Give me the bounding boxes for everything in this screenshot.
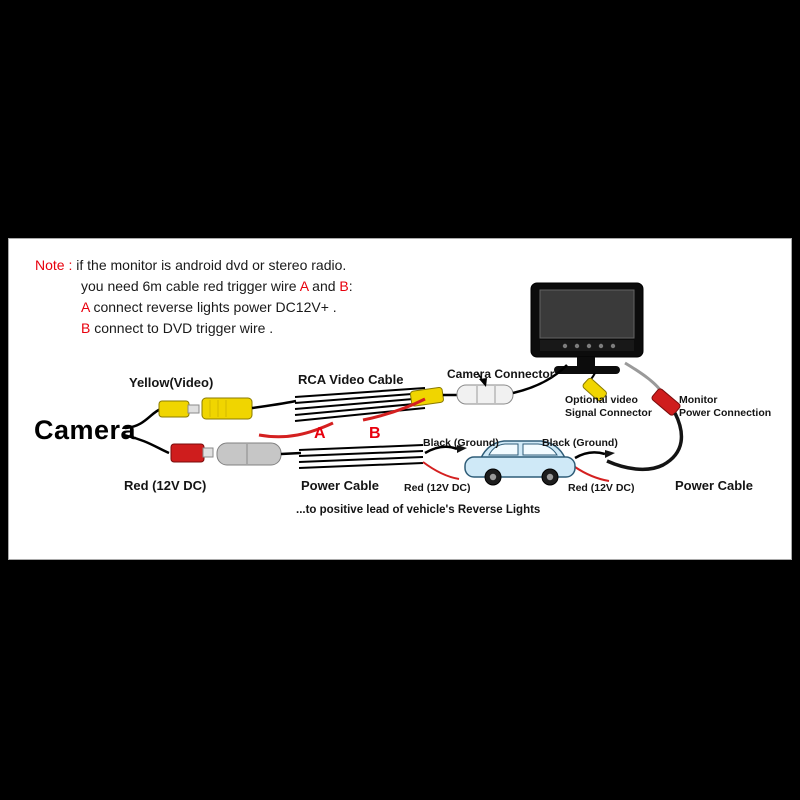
camera-label: Camera (34, 415, 137, 445)
label-monitor-power-line1: Monitor (679, 394, 718, 406)
note-line-1-text: if the monitor is android dvd or stereo … (76, 257, 347, 273)
label-letter-a: A (314, 425, 326, 442)
note-line-3-a: A (81, 299, 90, 315)
monitor-illustration (530, 282, 644, 374)
label-red-12v-dc: Red (12V DC) (124, 478, 207, 493)
wiring-diagram-panel: Note : if the monitor is android dvd or … (8, 238, 792, 560)
monitor-power-wire (624, 361, 663, 392)
car-illustration (464, 440, 576, 486)
connector-to-monitor-wire (512, 364, 568, 395)
note-line-4-text: connect to DVD trigger wire . (90, 320, 274, 336)
trigger-wire-b (362, 397, 426, 422)
label-letter-b: B (369, 425, 381, 442)
yellow-rca-connector (158, 397, 297, 420)
note-block: Note : if the monitor is android dvd or … (35, 255, 353, 339)
label-rca-video-cable: RCA Video Cable (298, 372, 404, 387)
right-red-wire (574, 466, 610, 482)
label-red-12v-right: Red (12V DC) (568, 482, 635, 494)
note-line-2-b: B (339, 278, 349, 294)
label-power-cable-left: Power Cable (301, 478, 380, 493)
trigger-wire-a (258, 421, 334, 439)
note-label: Note : (35, 257, 77, 273)
label-black-ground-right: Black (Ground) (542, 437, 618, 449)
label-black-ground-left: Black (Ground) (423, 437, 499, 449)
left-red-wire (422, 461, 460, 480)
left-ground-clip (457, 445, 467, 453)
camera-connector-barrel (456, 384, 514, 405)
label-monitor-power-line2: Power Connection (679, 407, 772, 419)
diagram-artwork (122, 282, 684, 486)
power-cable-lines (298, 444, 424, 469)
note-line-3-text: connect reverse lights power DC12V+ . (89, 299, 337, 315)
label-camera-connector: Camera Connector (447, 367, 555, 381)
optional-video-connector (582, 377, 607, 402)
note-line-2-mid: and (308, 278, 340, 294)
right-power-cable (606, 412, 684, 472)
rca-video-cable-lines (294, 387, 426, 422)
right-ground-clip (605, 450, 615, 458)
note-line-4-b: B (81, 320, 91, 336)
note-line-3: A connect reverse lights power DC12V+ . (81, 297, 353, 318)
label-optional-video: Optional video Signal Connector (565, 394, 652, 420)
monitor-power-connector (651, 388, 681, 416)
label-yellow-video: Yellow(Video) (129, 375, 214, 390)
red-rca-connector (170, 443, 214, 463)
camera-connector-arrowhead (479, 378, 487, 387)
label-optional-video-line2: Signal Connector (565, 407, 652, 419)
gray-inline-connector (216, 442, 302, 466)
label-power-cable-right: Power Cable (675, 478, 754, 493)
note-line-4: B connect to DVD trigger wire . (81, 318, 353, 339)
note-line-2: you need 6m cable red trigger wire A and… (81, 276, 353, 297)
label-optional-video-line1: Optional video (565, 394, 638, 406)
note-line-2-end: : (348, 278, 353, 294)
note-line-1: Note : if the monitor is android dvd or … (35, 255, 353, 276)
note-line-2-a: A (299, 278, 309, 294)
left-ground-wire (424, 445, 458, 455)
label-red-12v-left: Red (12V DC) (404, 482, 471, 494)
right-ground-wire (574, 451, 606, 460)
note-line-2-text: you need 6m cable red trigger wire (81, 278, 300, 294)
label-reverse-lights-note: ...to positive lead of vehicle's Reverse… (296, 504, 541, 516)
label-monitor-power: Monitor Power Connection (679, 394, 771, 420)
